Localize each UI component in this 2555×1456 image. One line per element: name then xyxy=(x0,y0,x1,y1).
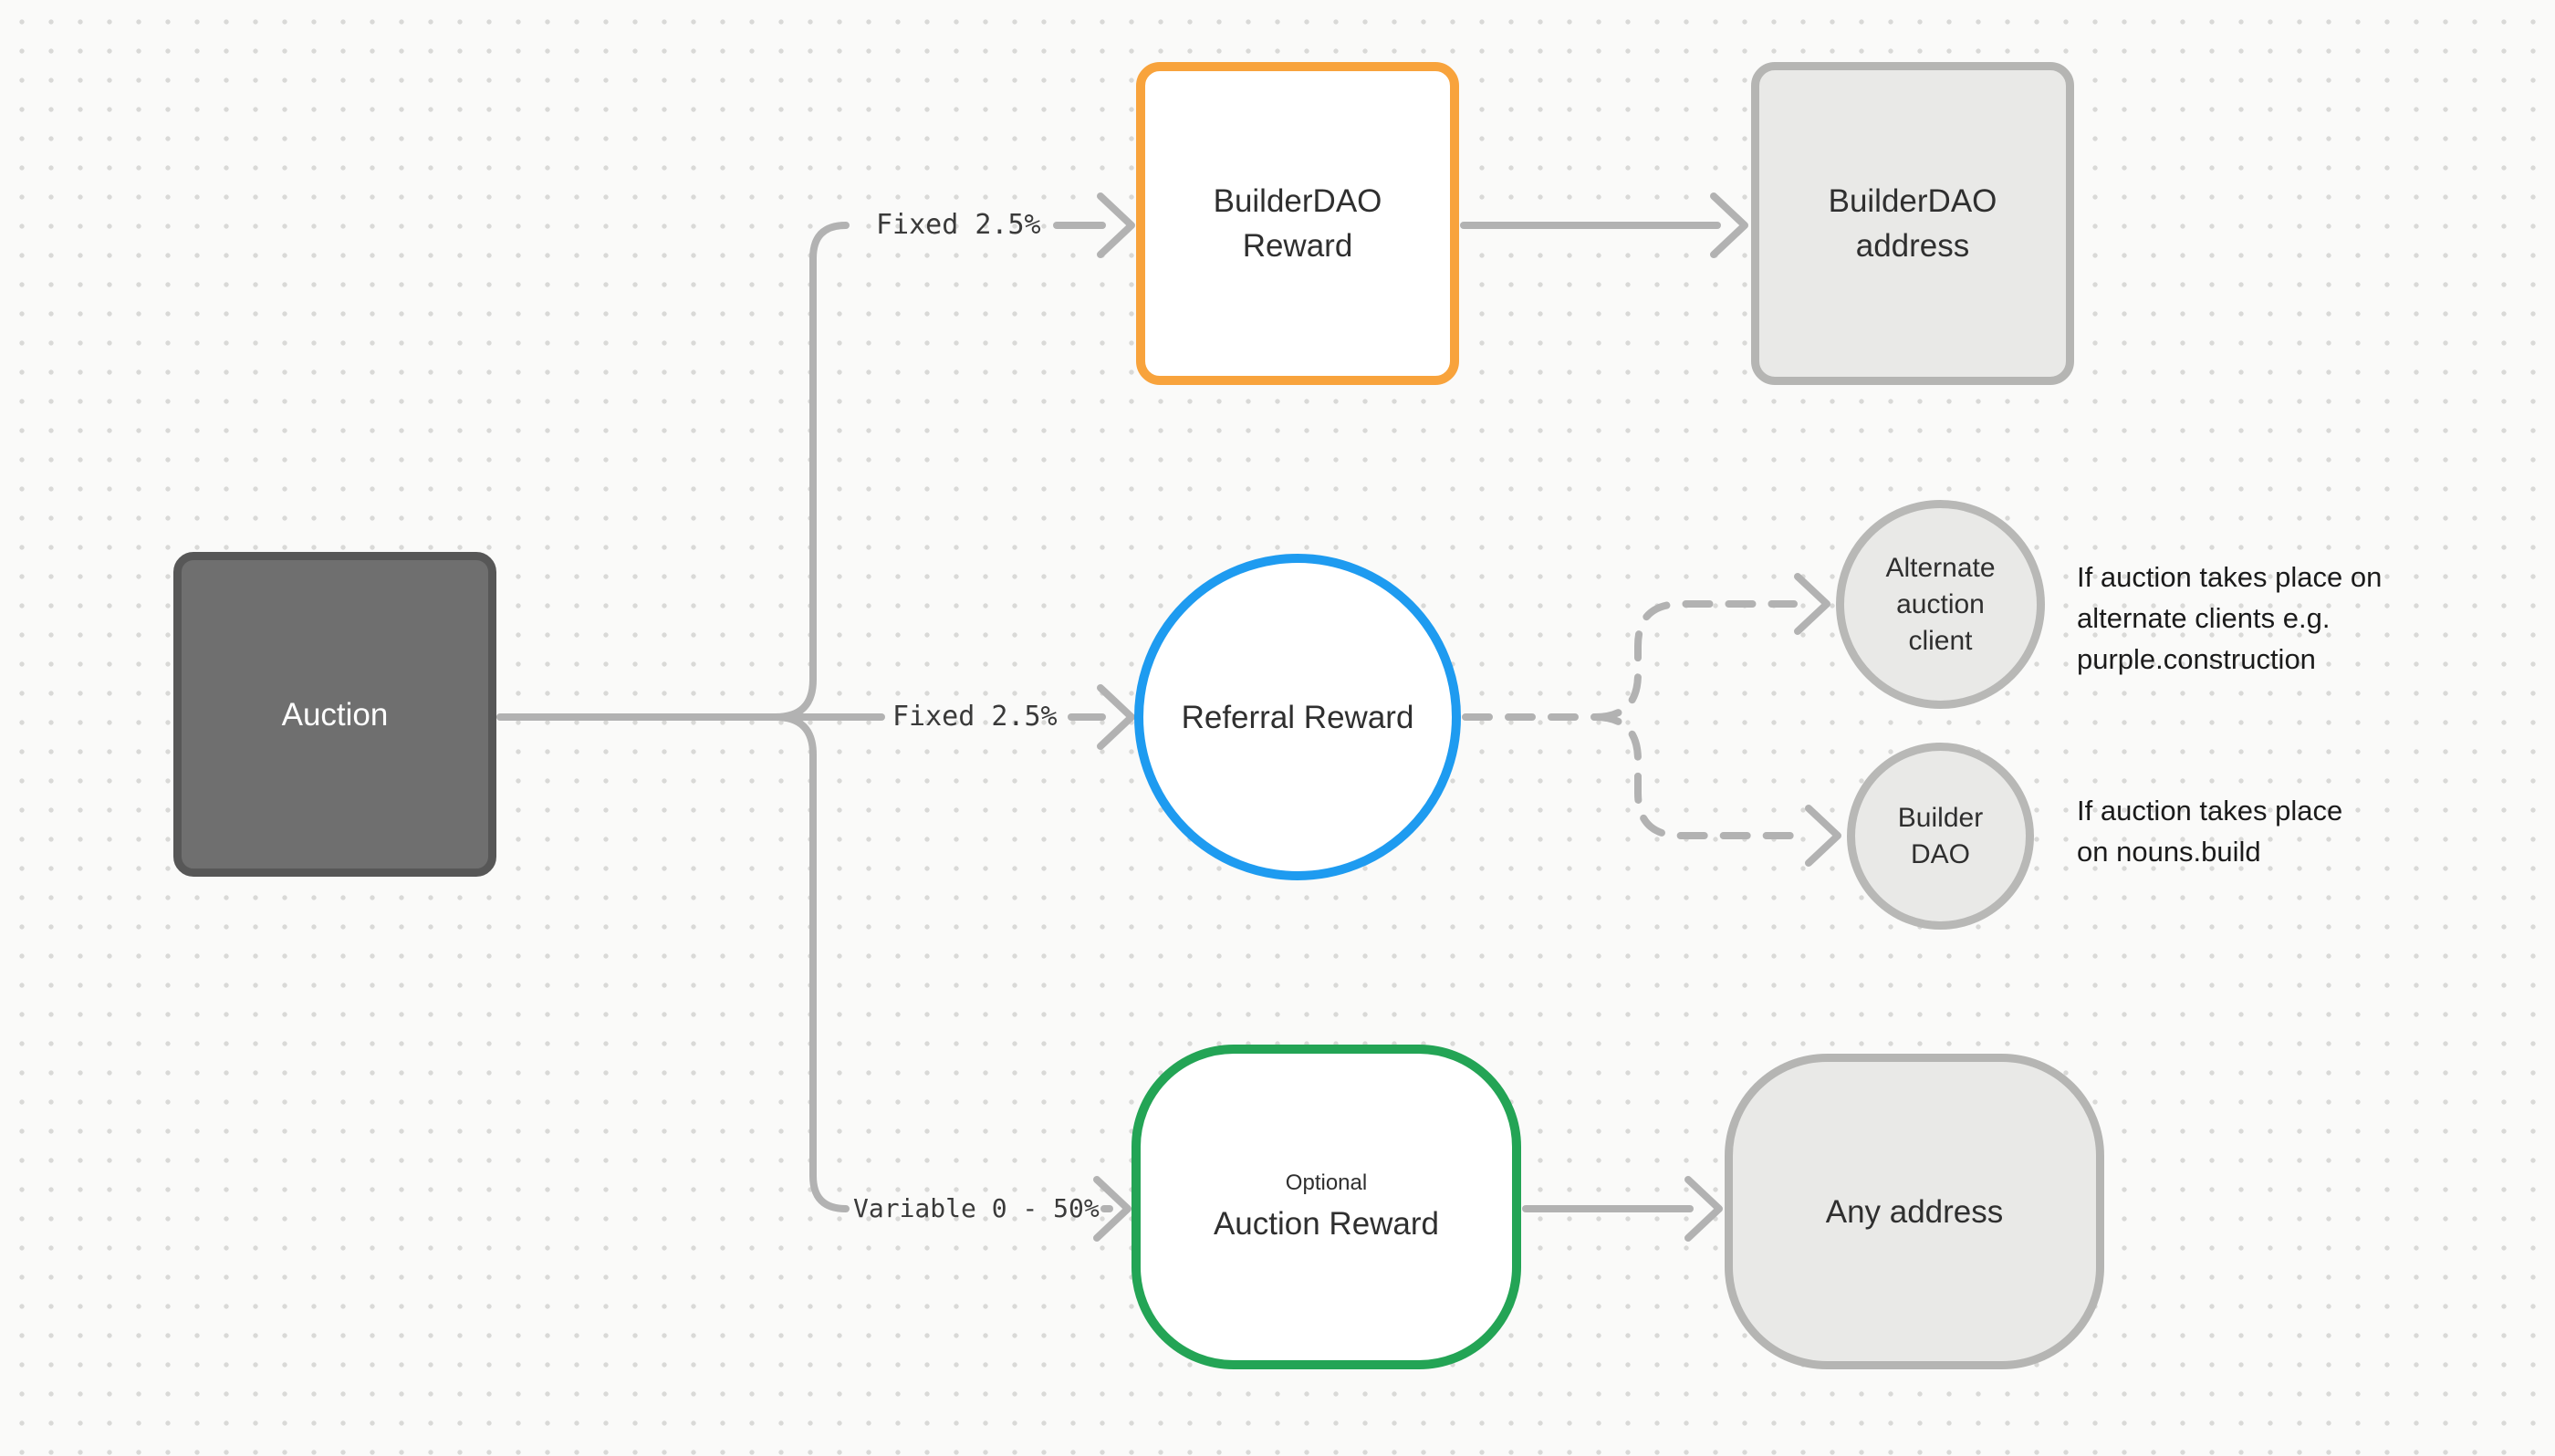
builderdao-address-label-line2: address xyxy=(1855,228,1970,264)
arrowhead-any-address xyxy=(1684,1176,1723,1242)
arrowhead-alternate xyxy=(1794,573,1830,635)
arrowhead-address xyxy=(1710,192,1748,258)
arrowhead-auction-reward xyxy=(1093,1176,1132,1242)
edge-label-fixed-mid: Fixed 2.5% xyxy=(892,701,1058,733)
edge-dashed-up xyxy=(1591,600,1798,721)
builderdao-address-label-line1: BuilderDAO xyxy=(1828,183,1997,219)
auction-node: Auction xyxy=(173,552,496,877)
annotation-nouns-line1: If auction takes place xyxy=(2077,795,2343,827)
auction-reward-node: Optional Auction Reward xyxy=(1132,1045,1521,1369)
edge-branch-top xyxy=(772,222,850,721)
builderdao-reward-label-line1: BuilderDAO xyxy=(1213,183,1382,219)
referral-reward-node: Referral Reward xyxy=(1134,554,1461,880)
any-address-node: Any address xyxy=(1725,1054,2104,1369)
referral-reward-label: Referral Reward xyxy=(1181,699,1414,735)
alternate-client-label-line3: client xyxy=(1908,625,1973,656)
edge-label-fixed-top: Fixed 2.5% xyxy=(876,209,1041,241)
any-address-label: Any address xyxy=(1825,1193,2004,1230)
arrowhead-builderdao xyxy=(1805,805,1841,867)
annotation-alternate-line3: purple.construction xyxy=(2077,643,2316,675)
auction-reward-label: Auction Reward xyxy=(1213,1206,1440,1242)
annotation-alternate-clients: If auction takes place on alternate clie… xyxy=(2077,556,2382,680)
auction-label: Auction xyxy=(281,696,389,733)
builderdao-address-node: BuilderDAO address xyxy=(1751,62,2074,385)
alternate-client-label-line2: auction xyxy=(1896,588,1985,619)
arrowhead-top xyxy=(1097,192,1135,258)
annotation-nouns-line2: on nouns.build xyxy=(2077,836,2261,868)
edge-dashed-down xyxy=(1591,713,1809,839)
edge-branch-bottom xyxy=(772,713,850,1212)
builder-dao-node: Builder DAO xyxy=(1847,743,2034,930)
annotation-alternate-line2: alternate clients e.g. xyxy=(2077,602,2331,634)
builderdao-reward-label-line2: Reward xyxy=(1242,228,1353,264)
annotation-alternate-line1: If auction takes place on xyxy=(2077,561,2383,593)
auction-reward-optional-tag: Optional xyxy=(1285,1170,1368,1195)
annotation-nouns-build: If auction takes place on nouns.build xyxy=(2077,790,2342,872)
alternate-client-label-line1: Alternate xyxy=(1885,552,1996,583)
builder-dao-label-line1: Builder xyxy=(1897,802,1984,833)
edge-label-variable: Variable 0 - 50% xyxy=(853,1193,1100,1223)
builder-dao-label-line2: DAO xyxy=(1910,838,1970,869)
alternate-auction-client-node: Alternate auction client xyxy=(1836,500,2045,709)
builderdao-reward-node: BuilderDAO Reward xyxy=(1136,62,1459,385)
arrowhead-referral xyxy=(1097,684,1135,750)
